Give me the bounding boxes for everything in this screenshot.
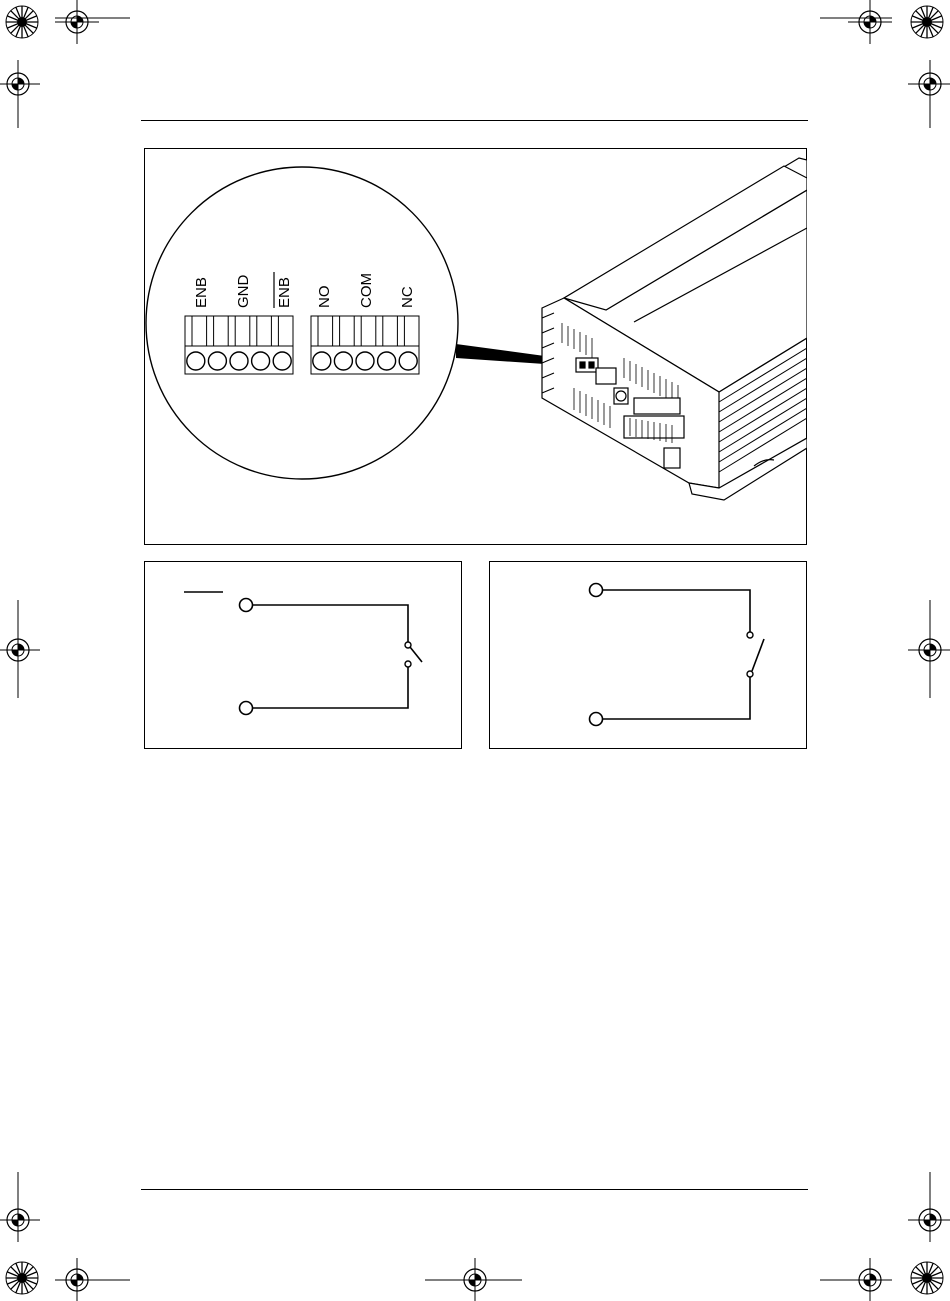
registration-crosshair-icon — [908, 628, 950, 672]
device-figure: ENB GND ENB NO COM NC — [144, 148, 807, 545]
terminal-block-left — [185, 316, 293, 374]
color-wheel-icon — [6, 6, 38, 38]
registration-crosshair-icon — [0, 62, 40, 106]
terminal-label-enb: ENB — [193, 277, 210, 308]
color-wheel-icon — [911, 1262, 943, 1294]
schematic-left — [144, 561, 462, 749]
color-wheel-icon — [911, 6, 943, 38]
switch-contact-icon — [405, 661, 411, 667]
terminal-circle — [240, 702, 253, 715]
registration-crosshair-icon — [0, 1198, 40, 1242]
terminal-block-right — [311, 316, 419, 374]
terminal-label-gnd: GND — [235, 275, 252, 309]
switch-contact-icon — [747, 632, 753, 638]
terminal-circle — [590, 713, 603, 726]
registration-crosshair-icon — [908, 62, 950, 106]
terminal-label-no: NO — [316, 286, 333, 309]
schematic-right — [489, 561, 807, 749]
registration-crosshair-icon — [0, 628, 40, 672]
registration-crosshair-icon — [908, 1198, 950, 1242]
terminal-label-enb-inverted: ENB — [276, 277, 293, 308]
terminal-circle — [590, 584, 603, 597]
color-wheel-icon — [6, 1262, 38, 1294]
terminal-circle — [240, 599, 253, 612]
terminal-label-nc: NC — [399, 286, 416, 308]
footer-rule — [141, 1189, 808, 1190]
switch-contact-icon — [747, 671, 753, 677]
terminal-label-com: COM — [358, 273, 375, 308]
header-rule — [141, 120, 808, 121]
